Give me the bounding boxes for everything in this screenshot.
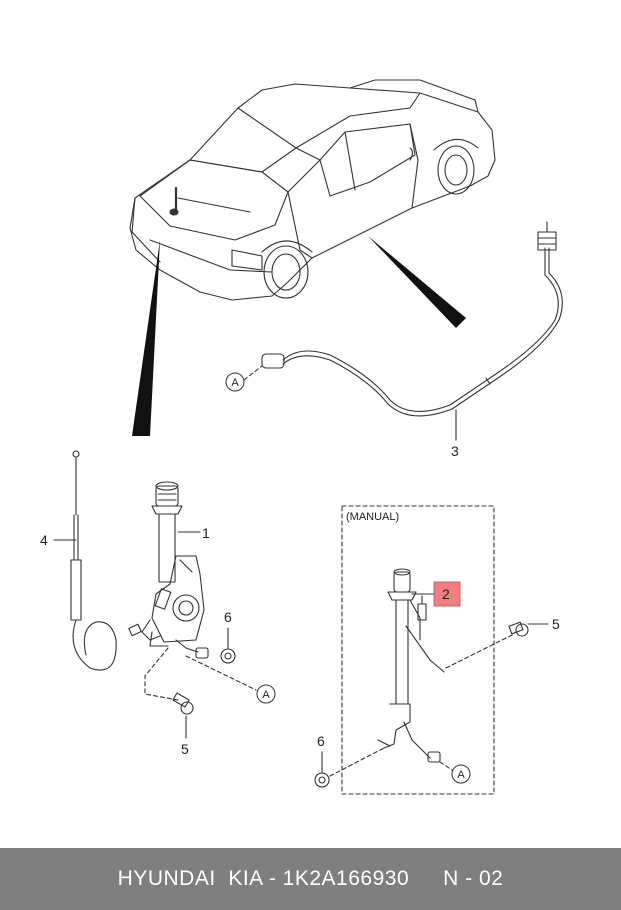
car-illustration [129, 79, 496, 301]
nut-6-right [314, 751, 330, 788]
callout-5-left: 5 [181, 741, 189, 757]
callout-6-right: 6 [317, 733, 325, 749]
connector-a-cable: A [231, 377, 239, 389]
manual-label: (MANUAL) [346, 511, 399, 523]
callout-5-right: 5 [552, 616, 560, 632]
callout-6-left: 6 [224, 609, 232, 625]
callout-2-highlight: 2 [433, 581, 461, 607]
connector-a-right-circle [451, 764, 471, 784]
connector-a-left-circle [256, 684, 276, 704]
pointer-wedge-left [132, 240, 160, 436]
connector-a-right: A [457, 769, 465, 781]
connector-a-cable-circle [225, 372, 245, 392]
callout-4: 4 [40, 532, 48, 548]
pointer-wedge-right [368, 236, 466, 328]
callout-1: 1 [202, 525, 210, 541]
footer-part-number: HYUNDAI KIA - 1K2A166930 [117, 867, 410, 890]
footer-bar: HYUNDAI KIA - 1K2A166930 N - 02 [0, 848, 621, 910]
bolt-5-right [508, 621, 549, 637]
power-antenna-assembly [141, 481, 209, 659]
bolt-5-left [172, 692, 194, 739]
footer-page-code: N - 02 [443, 867, 504, 890]
callout-2: 2 [442, 586, 450, 602]
connector-a-left: A [262, 689, 270, 701]
parts-diagram: 1 3 4 6 5 5 6 2 (MANUAL) A A A [40, 79, 563, 795]
manual-box [341, 505, 495, 795]
manual-antenna-assembly [377, 568, 449, 763]
nut-6-left [220, 627, 236, 664]
callout-3: 3 [451, 443, 459, 459]
antenna-cable [243, 221, 563, 441]
antenna-mast [53, 450, 142, 671]
